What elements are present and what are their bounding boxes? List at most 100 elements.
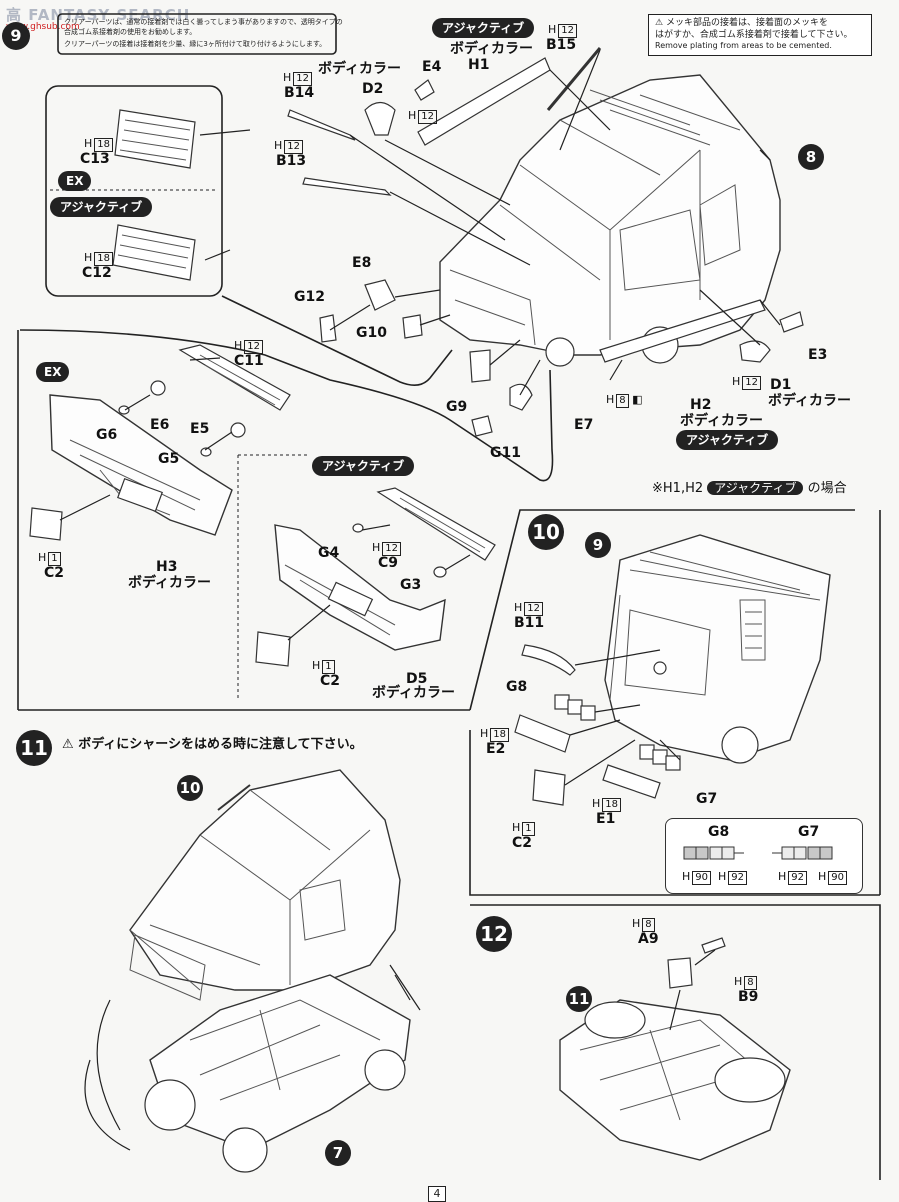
step9-frame-outline [19,329,554,482]
ex-tag-grille: EX [58,171,92,191]
step-number-12: 12 [476,916,512,952]
chrome-icon: ◧ [632,393,643,406]
step-number-9: 9 [2,22,30,50]
palette-g7-label: G7 [798,824,820,840]
step10-lower-frame [469,730,880,896]
mirror-d2 [364,101,396,136]
lamp-g7 [639,744,681,771]
part-label-g11: G11 [490,445,521,461]
part-label-g5: G5 [158,451,180,467]
fog-lamp-e7 [509,383,533,411]
part-label-e1: E1 [596,811,616,827]
adjactive-tag-h1: アジャクティブ [432,18,535,38]
plate-c2-lower [255,631,291,667]
bodycolor-label-b14: ボディカラー [318,61,402,77]
grille-inset-frame [45,85,223,297]
part-label-b13: B13 [276,153,307,169]
part-label-g9: G9 [446,399,468,415]
lens-g11 [471,415,493,437]
part-a9 [667,957,693,989]
lens-g6 [118,405,130,415]
mirror-glass-e4 [414,79,435,101]
part-label-e5: E5 [190,421,210,437]
clear-parts-note-3: クリアーパーツの接着は接着剤を少量、縁に3ヶ所付けて取り付けるようにします。 [64,40,327,48]
part-label-e8: E8 [352,255,372,271]
chassis-step11 [144,974,411,1173]
lamp-housing-e1 [602,764,661,799]
front-bumper-h3 [49,394,233,536]
part-label-g3: G3 [400,577,422,593]
plate-c2-rear [532,769,566,806]
part-label-c11: C11 [234,353,264,369]
assembly-marker-11: 11 [566,986,592,1012]
bodycolor-label-h2: ボディカラー [680,413,764,429]
part-label-d1: D1 [770,377,792,393]
fog-lamp-e8 [364,279,396,311]
part-label-h1: H1 [468,57,490,73]
part-label-g10: G10 [356,325,387,341]
part-label-g12: G12 [294,289,325,305]
part-label-h2: H2 [690,397,712,413]
lens-g5 [200,447,212,457]
car-body-front-view [439,74,781,367]
front-bumper-d5 [274,524,446,651]
car-body-rear-view [604,534,831,764]
clear-parts-note-2: 合成ゴム系接着剤の使用をお勧めします。 [64,28,197,36]
part-label-a9: A9 [638,931,659,947]
watermark-text: 高 FANTASY SEARCH [6,6,191,24]
lens-g12 [319,314,337,343]
part-label-e6: E6 [150,417,170,433]
mesh-g10 [402,314,423,339]
part-label-c2-a: C2 [44,565,65,581]
part-label-e3: E3 [808,347,828,363]
part-label-c2-c: C2 [512,835,533,851]
part-label-c12: C12 [82,265,112,281]
lens-g3 [433,566,447,578]
part-label-h3: H3 [156,559,178,575]
plating-warning-box: ⚠ メッキ部品の接着は、接着面のメッキを はがすか、合成ゴム系接着剤で接着して下… [648,14,872,56]
assembly-marker-8: 8 [798,144,824,170]
clear-parts-note-1: クリアーパーツは、通常の接着剤では白く曇ってしまう事がありますので、透明タイプの [64,18,343,26]
adjactive-tag-grille: アジャクティブ [50,197,153,217]
part-label-e2: E2 [486,741,506,757]
bodycolor-label-h3: ボディカラー [128,575,212,591]
grille-c12 [112,224,196,281]
adjactive-tag-h2: アジャクティブ [676,430,779,450]
step10-frame [469,509,855,711]
part-label-g4: G4 [318,545,340,561]
bodycolor-label-d5: ボディカラー [372,685,456,701]
assembly-marker-9: 9 [585,532,611,558]
bodycolor-label-d1: ボディカラー [768,393,852,409]
plate-c2-upper [29,507,63,541]
adjactive-tag-bumper: アジャクティブ [312,456,415,476]
watermark-url: www.ghsub.com [6,22,80,32]
ex-tag-bumper: EX [36,362,70,382]
grille-c13 [114,109,196,169]
part-label-b15: B15 [546,37,577,53]
part-label-d5: D5 [406,671,428,687]
part-label-c13: C13 [80,151,110,167]
mirror-glass-e3 [779,311,804,333]
lamp-e5 [230,422,246,438]
wiper-b14 [287,109,356,141]
step11-warning: ⚠ ボディにシャーシをはめる時に注意して下さい。 [62,737,363,752]
part-label-e4: E4 [422,59,442,75]
car-body-step11 [129,769,401,1001]
mirror-d1 [739,340,771,363]
side-skirt-h2 [599,299,766,363]
